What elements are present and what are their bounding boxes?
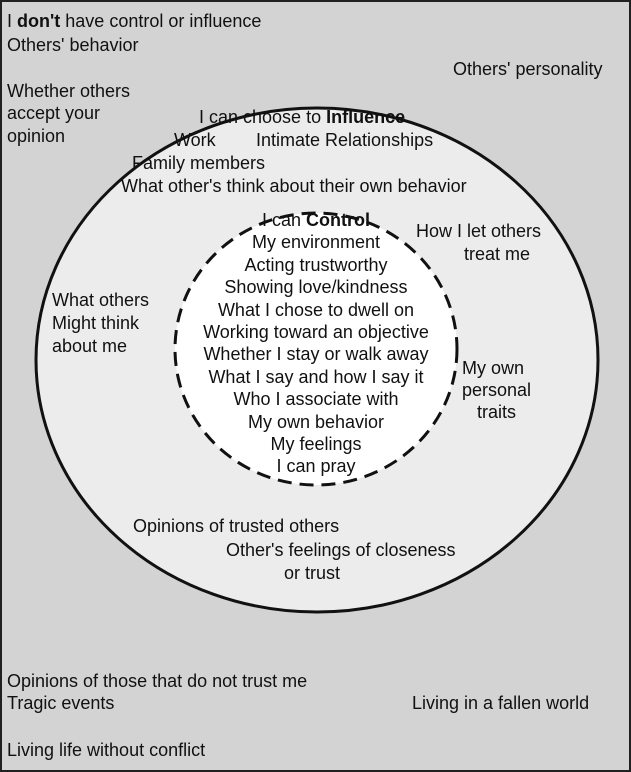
influence-item: about me — [52, 336, 128, 356]
control-item: What I chose to dwell on — [217, 299, 415, 320]
influence-item: What other's think about their own behav… — [121, 176, 467, 196]
influence-item: Work — [174, 130, 216, 150]
outer-item: Opinions of those that do not trust me — [7, 671, 308, 691]
control-item: My own behavior — [247, 411, 385, 432]
control-item: My feelings — [270, 434, 362, 455]
outer-item: Living in a fallen world — [412, 693, 590, 713]
control-list: I can Control My environment Acting trus… — [203, 209, 429, 478]
control-item: Who I associate with — [233, 389, 399, 410]
outer-item: Others' behavior — [7, 35, 139, 55]
control-item: Acting trustworthy — [244, 254, 388, 275]
control-item: I can pray — [276, 456, 356, 477]
influence-item: Might think — [52, 313, 140, 333]
influence-item: or trust — [284, 563, 341, 583]
influence-item: Other's feelings of closeness — [226, 540, 456, 560]
control-item: Showing love/kindness — [224, 277, 408, 298]
outer-item: accept your — [7, 103, 101, 123]
outer-title: I don't have control or influence — [7, 11, 262, 31]
influence-item: Intimate Relationships — [256, 130, 434, 150]
influence-item: treat me — [464, 244, 531, 264]
influence-item: Opinions of trusted others — [133, 516, 340, 536]
control-item: Whether I stay or walk away — [203, 344, 429, 365]
influence-item: My own — [462, 358, 525, 378]
control-item: My environment — [251, 232, 381, 253]
influence-item: How I let others — [416, 221, 542, 241]
outer-item: opinion — [7, 126, 66, 146]
influence-title: I can choose to Influence — [199, 107, 406, 127]
outer-item: Whether others — [7, 81, 131, 101]
control-title: I can Control — [261, 210, 371, 230]
control-circle — [173, 211, 459, 487]
outer-item: Living life without conflict — [7, 740, 206, 760]
outer-item: Tragic events — [7, 693, 115, 713]
influence-item: Family members — [132, 153, 266, 173]
influence-item: What others — [52, 290, 150, 310]
outer-item: Others' personality — [453, 59, 603, 79]
influence-item: traits — [477, 402, 517, 422]
control-item: What I say and how I say it — [208, 366, 424, 387]
influence-item: personal — [462, 380, 532, 400]
control-item: Working toward an objective — [203, 322, 429, 343]
